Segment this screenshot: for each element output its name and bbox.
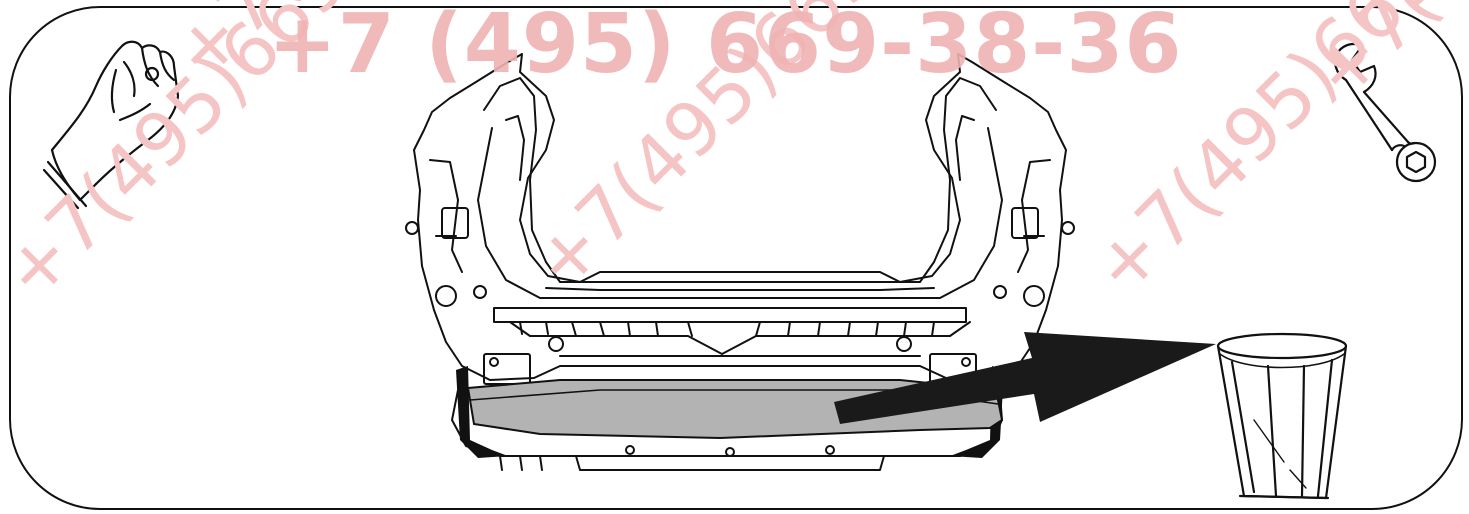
right-tire-shadow <box>950 366 1004 458</box>
diagram-frame <box>9 6 1463 510</box>
gloved-hand-icon <box>42 40 180 210</box>
wrench-icon <box>1334 42 1437 183</box>
trash-bin-icon <box>1216 332 1348 500</box>
watermark-phone-number: +7 (495) 669-38-36 <box>268 0 1183 92</box>
car-rear-body <box>405 53 1075 471</box>
removal-arrow <box>834 332 1216 424</box>
left-tire-shadow <box>456 366 508 458</box>
